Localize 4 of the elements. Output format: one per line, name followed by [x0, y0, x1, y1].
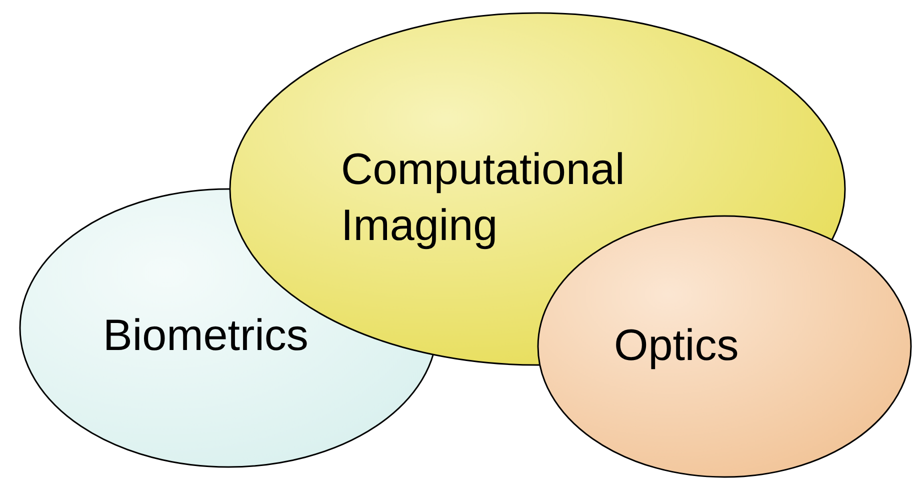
- topic-label: Biometrics: [103, 310, 310, 362]
- topic-ellipse: [537, 215, 912, 478]
- topic-label: Optics: [614, 320, 740, 372]
- topic-label: Computational Imaging: [341, 144, 626, 252]
